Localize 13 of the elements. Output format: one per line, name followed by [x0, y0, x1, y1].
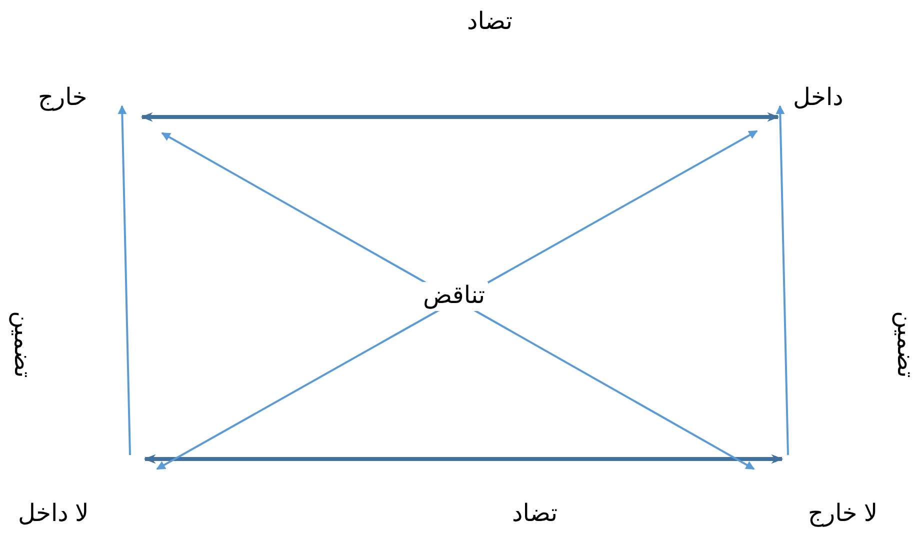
- concept-label: لا خارج: [808, 500, 878, 529]
- concept-label: لا داخل: [18, 500, 89, 529]
- relation-label: تضمين: [8, 310, 36, 378]
- relation-label: تناقض: [420, 282, 488, 311]
- concept-label: خارج: [38, 84, 88, 113]
- concept-label: داخل: [793, 84, 844, 113]
- relation-label: تضمين: [890, 310, 919, 378]
- relation-label: تضاد: [467, 8, 512, 37]
- double-arrow: [144, 454, 784, 464]
- arrow: [118, 105, 131, 456]
- relation-label: تضاد: [512, 500, 558, 529]
- arrow: [776, 105, 789, 456]
- double-arrow: [140, 112, 780, 122]
